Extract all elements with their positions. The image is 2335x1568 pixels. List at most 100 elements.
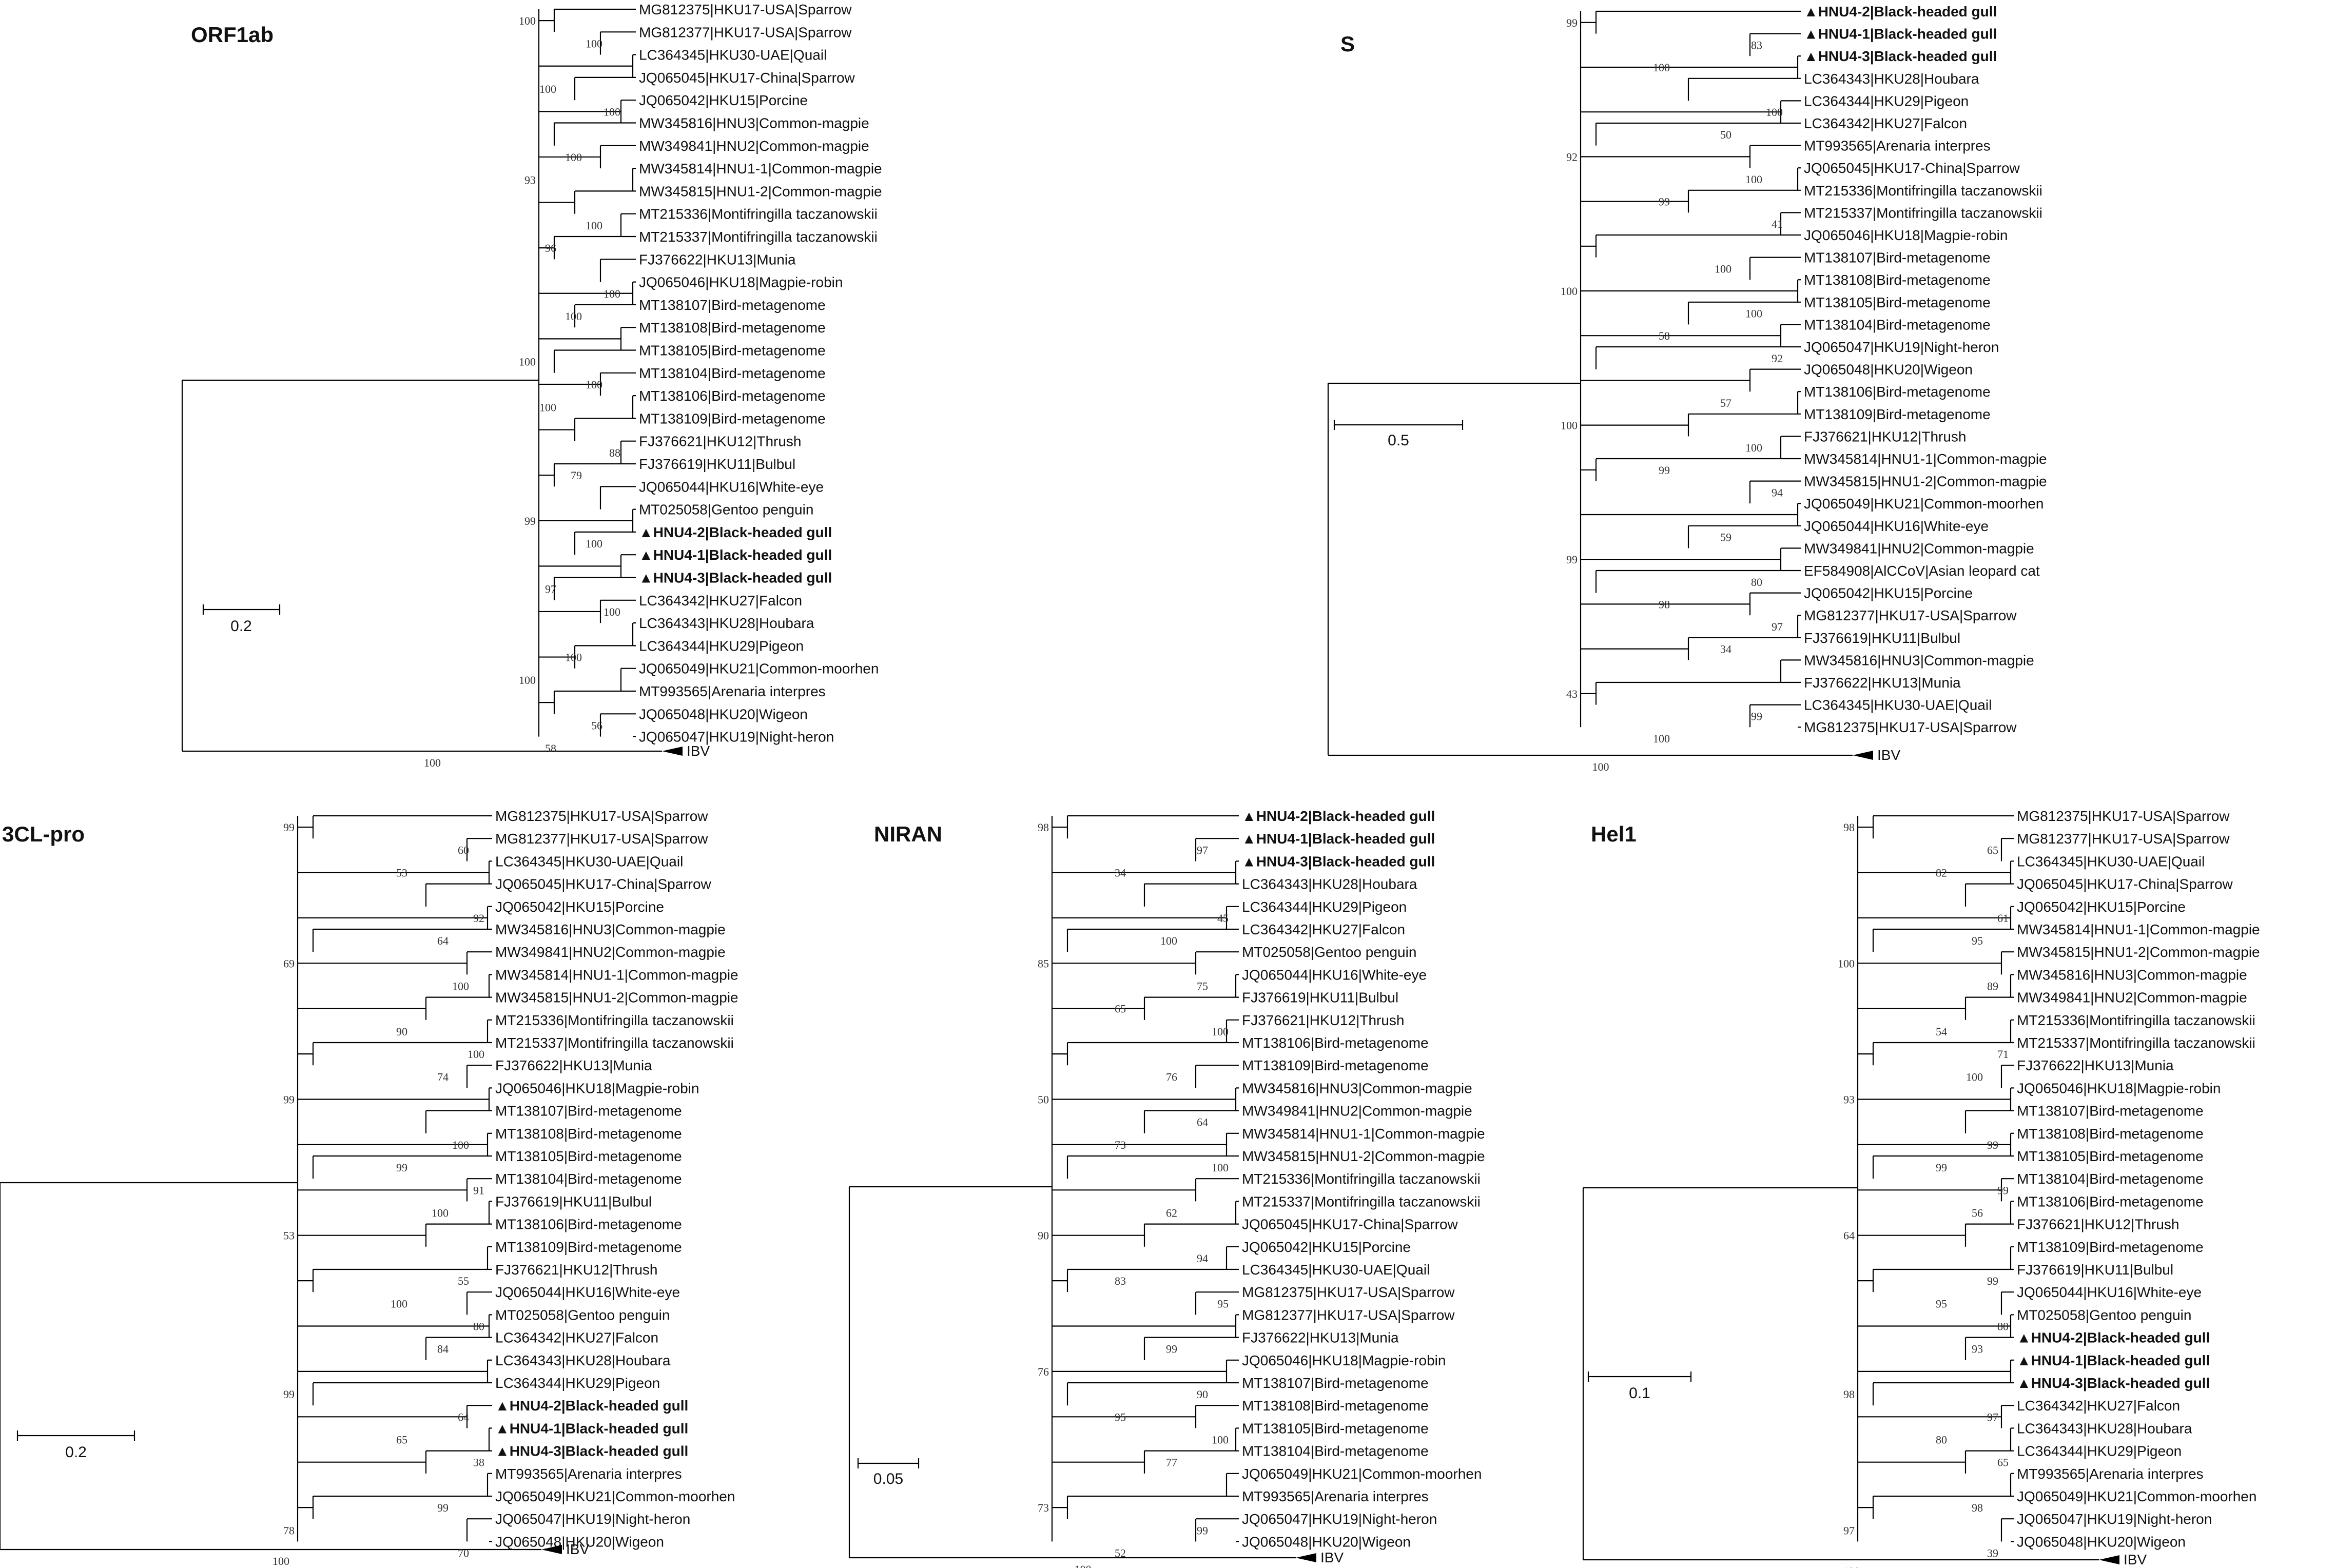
bootstrap-value: 58 <box>545 742 556 755</box>
tip-label: JQ065046|HKU18|Magpie-robin <box>1242 1353 1446 1368</box>
tip-label: FJ376621|HKU12|Thrush <box>2017 1217 2180 1232</box>
tip-label: LC364342|HKU27|Falcon <box>1242 922 1405 937</box>
bootstrap-value: 94 <box>1772 486 1783 499</box>
bootstrap-value: 100 <box>565 310 582 323</box>
bootstrap-value: 100 <box>586 219 602 232</box>
tip-label: MT025058|Gentoo penguin <box>495 1307 670 1323</box>
bootstrap-value: 65 <box>1997 1456 2009 1469</box>
tip-label: MT138105|Bird-metagenome <box>1804 295 1991 310</box>
tip-label: MT993565|Arenaria interpres <box>639 683 826 699</box>
tip-label: FJ376622|HKU13|Munia <box>1242 1330 1399 1346</box>
tip-label: FJ376622|HKU13|Munia <box>495 1057 652 1073</box>
tip-label: JQ065048|HKU20|Wigeon <box>639 706 808 722</box>
tip-label: LC364343|HKU28|Houbara <box>1242 876 1417 892</box>
bootstrap-value: 100 <box>1843 1565 1860 1568</box>
panel-hel1: Hel1 MG812375|HKU17-USA|SparrowMG812377|… <box>1582 808 2260 1568</box>
tip-label: MG812375|HKU17-USA|Sparrow <box>495 808 708 824</box>
tip-label: MT215336|Montifringilla taczanowskii <box>2017 1012 2255 1028</box>
bootstrap-value: 97 <box>1772 620 1783 633</box>
bootstrap-value: 38 <box>473 1456 484 1469</box>
tip-label-highlight: ▲HNU4-2|Black-headed gull <box>1804 4 1997 19</box>
tip-label: LC364343|HKU28|Houbara <box>2017 1420 2192 1436</box>
panel-3clpro: 3CL-pro MG812375|HKU17-USA|SparrowMG8123… <box>0 808 738 1567</box>
tip-label: JQ065042|HKU15|Porcine <box>1804 585 1973 601</box>
bootstrap-value: 64 <box>458 1410 469 1423</box>
bootstrap-value: 100 <box>1592 760 1609 773</box>
bootstrap-value: 95 <box>1972 934 1983 947</box>
tip-label: MW345815|HNU1-2|Common-magpie <box>1242 1148 1485 1164</box>
bootstrap-value: 93 <box>1972 1343 1983 1356</box>
bootstrap-value: 41 <box>1772 218 1783 230</box>
tip-label: MW345815|HNU1-2|Common-magpie <box>495 990 738 1006</box>
tip-label: MT138104|Bird-metagenome <box>2017 1171 2204 1187</box>
bootstrap-value: 54 <box>1936 1025 1947 1038</box>
tip-label-highlight: ▲HNU4-3|Black-headed gull <box>495 1443 688 1459</box>
bootstrap-value: 75 <box>1197 980 1208 993</box>
tip-label: MG812377|HKU17-USA|Sparrow <box>2017 831 2230 847</box>
tip-label: JQ065049|HKU21|Common-moorhen <box>639 661 879 677</box>
outgroup-triangle-icon <box>1296 1553 1316 1562</box>
bootstrap-value: 77 <box>1166 1456 1177 1469</box>
bootstrap-value: 76 <box>1038 1365 1049 1378</box>
tip-label: LC364342|HKU27|Falcon <box>639 593 802 609</box>
tip-label: MT993565|Arenaria interpres <box>2017 1466 2204 1482</box>
bootstrap-value: 100 <box>1160 934 1177 947</box>
bootstrap-value: 95 <box>1217 1297 1229 1310</box>
tip-label: MW345815|HNU1-2|Common-magpie <box>639 183 882 199</box>
tip-label: MT138106|Bird-metagenome <box>639 388 826 404</box>
tip-label-highlight: ▲HNU4-1|Black-headed gull <box>495 1420 688 1436</box>
outgroup-label: IBV <box>1320 1550 1344 1565</box>
tip-label: MW345814|HNU1-1|Common-magpie <box>1242 1126 1485 1142</box>
bootstrap-value: 92 <box>1566 150 1578 163</box>
bootstrap-value: 73 <box>1038 1501 1049 1514</box>
bootstrap-value: 100 <box>565 651 582 664</box>
bootstrap-value: 69 <box>283 957 295 970</box>
bootstrap-value: 73 <box>1115 1139 1126 1151</box>
tip-label: JQ065042|HKU15|Porcine <box>2017 899 2186 915</box>
bootstrap-value: 100 <box>604 287 620 300</box>
tip-label: JQ065045|HKU17-China|Sparrow <box>639 70 855 86</box>
scale-label-3clpro: 0.2 <box>65 1444 87 1461</box>
bootstrap-value: 99 <box>1659 195 1670 208</box>
tip-label: JQ065046|HKU18|Magpie-robin <box>639 275 843 290</box>
tip-label-highlight: ▲HNU4-2|Black-headed gull <box>639 524 832 540</box>
bootstrap-value: 99 <box>1997 1184 2009 1197</box>
tip-label: JQ065048|HKU20|Wigeon <box>1804 362 1973 378</box>
tip-label: MW349841|HNU2|Common-magpie <box>1804 540 2034 556</box>
bootstrap-value: 74 <box>437 1070 449 1083</box>
tip-label: MG812377|HKU17-USA|Sparrow <box>639 24 852 40</box>
tip-label: FJ376619|HKU11|Bulbul <box>495 1193 652 1209</box>
tip-label: MT138105|Bird-metagenome <box>495 1148 682 1164</box>
bootstrap-value: 100 <box>432 1207 449 1220</box>
bootstrap-value: 80 <box>1751 576 1762 589</box>
tip-label: LC364342|HKU27|Falcon <box>495 1330 658 1346</box>
tip-label: LC364345|HKU30-UAE|Quail <box>1242 1262 1430 1278</box>
bootstrap-value: 65 <box>1115 1003 1126 1015</box>
bootstrap-value: 99 <box>1566 16 1578 29</box>
panel-s: S ▲HNU4-2|Black-headed gull▲HNU4-1|Black… <box>1327 4 2047 773</box>
scale-label-niran: 0.05 <box>873 1471 903 1487</box>
outgroup-triangle-icon <box>1853 751 1873 760</box>
bootstrap-value: 95 <box>1936 1297 1947 1310</box>
bootstrap-value: 96 <box>545 242 556 254</box>
bootstrap-value: 65 <box>1987 844 1998 856</box>
bootstrap-value: 82 <box>1936 867 1947 879</box>
tip-label: JQ065042|HKU15|Porcine <box>1242 1239 1411 1255</box>
tip-label: LC364345|HKU30-UAE|Quail <box>639 47 827 63</box>
bootstrap-value: 62 <box>1166 1207 1177 1220</box>
bootstrap-value: 99 <box>1166 1343 1177 1356</box>
panel-niran: NIRAN ▲HNU4-2|Black-headed gull▲HNU4-1|B… <box>848 808 1485 1568</box>
bootstrap-value: 98 <box>1843 821 1855 834</box>
bootstrap-value: 100 <box>1075 1563 1092 1568</box>
bootstrap-value: 100 <box>604 105 620 118</box>
tip-label: MW349841|HNU2|Common-magpie <box>495 944 726 960</box>
bootstrap-value: 100 <box>586 378 602 391</box>
bootstrap-value: 50 <box>1038 1093 1049 1106</box>
bootstrap-value: 100 <box>539 83 556 95</box>
bootstrap-value: 94 <box>1197 1252 1208 1265</box>
tip-label: LC364344|HKU29|Pigeon <box>1242 899 1407 915</box>
bootstrap-value: 100 <box>519 356 536 368</box>
bootstrap-value: 100 <box>452 1139 469 1151</box>
tip-label: LC364344|HKU29|Pigeon <box>639 638 804 654</box>
